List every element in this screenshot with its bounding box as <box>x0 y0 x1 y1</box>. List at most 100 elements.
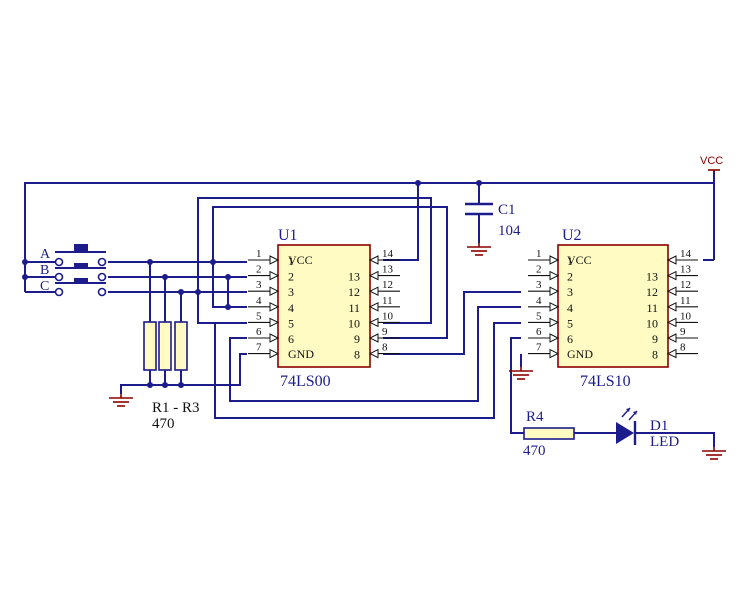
u2-gnd-label: GND <box>567 347 593 361</box>
u1-pin-name: 1 <box>288 254 294 268</box>
junction <box>22 274 28 280</box>
u2-pin-name: 12 <box>646 285 658 299</box>
u2-pin-name: 8 <box>652 348 658 362</box>
wires <box>24 170 715 447</box>
ground-icon <box>702 447 726 460</box>
d1-reference: D1 <box>650 418 668 434</box>
u2-pin-arrow <box>666 286 677 297</box>
loop-a-wire <box>197 197 432 324</box>
u1-pin6-to-u2-pin4-wire <box>229 306 521 402</box>
u1-pin-number: 2 <box>256 264 262 276</box>
resistor-r2 <box>158 321 172 371</box>
u2-pin-number: 3 <box>536 279 542 291</box>
junction <box>195 289 201 295</box>
u1-pin-name: 5 <box>288 316 294 330</box>
c1-value: 104 <box>498 223 521 239</box>
switch-b: B <box>40 263 107 282</box>
a-to-pin4-wire <box>212 262 247 308</box>
u1-pin-number: 8 <box>382 342 388 354</box>
junction <box>225 274 231 280</box>
u2-pin-number: 12 <box>680 279 691 291</box>
junction <box>22 259 28 265</box>
r4-reference: R4 <box>526 409 544 425</box>
u1-pin-name: 4 <box>288 301 294 315</box>
u1-pin-arrow <box>368 255 379 265</box>
u1-reference: U1 <box>278 227 298 244</box>
u2-pin-arrow <box>549 286 560 297</box>
u1-pin-number: 7 <box>256 342 262 354</box>
r1-r3-value: 470 <box>152 416 175 432</box>
u1-pin-number: 6 <box>256 326 262 338</box>
u1-pin-number: 5 <box>256 310 262 322</box>
vcc-rail-wire <box>24 170 715 262</box>
junction <box>178 382 184 388</box>
u2-pin-arrow <box>549 255 560 265</box>
u1-pin-name: 6 <box>288 332 294 346</box>
resistors-r1-r3: R1 - R3 470 <box>143 321 200 432</box>
u2-pin-arrow <box>549 317 560 328</box>
u2-pin-number: 1 <box>536 248 542 260</box>
u2-pin-name: 4 <box>567 301 573 315</box>
switch-c-label: C <box>40 279 49 294</box>
u1-pin-arrow <box>269 348 280 359</box>
u2-pin-name: 9 <box>652 332 658 346</box>
gnd-bus-wire <box>120 353 247 394</box>
u2-pin-arrow <box>666 301 677 312</box>
u2-vcc-label: VCC <box>567 253 592 267</box>
u2-pin-name: 6 <box>567 332 573 346</box>
switch-c: C <box>40 278 107 297</box>
u1-pin-number: 11 <box>382 295 393 307</box>
u1-pin-arrow <box>368 333 379 343</box>
junction <box>476 180 482 186</box>
u2-pin-number: 5 <box>536 310 542 322</box>
u1-pin-name: 2 <box>288 270 294 284</box>
u1-pin-number: 14 <box>382 248 394 260</box>
u2-pin-arrow <box>666 317 677 328</box>
u1-part-number: 74LS00 <box>280 373 331 390</box>
u1-pin-name: 11 <box>348 301 360 315</box>
resistor-r4-body <box>523 427 575 440</box>
u2-pin-arrow <box>549 348 560 359</box>
u1-pin-arrow <box>269 317 280 328</box>
u2-pin-number: 4 <box>536 295 542 307</box>
u2-pin-name: 3 <box>567 285 573 299</box>
u2-pin-number: 7 <box>536 342 542 354</box>
u1-pin-number: 12 <box>382 279 393 291</box>
u1-gnd-label: GND <box>288 347 314 361</box>
u1-pin-name: 3 <box>288 285 294 299</box>
u2-pin-number: 14 <box>680 248 692 260</box>
u1-pin-arrow <box>269 286 280 297</box>
u1-pin-arrow <box>368 286 379 297</box>
u1-vcc-label: VCC <box>288 253 313 267</box>
junction <box>162 274 168 280</box>
u2-pin-number: 2 <box>536 264 542 276</box>
u2-pin-number: 6 <box>536 326 542 338</box>
u1-pin-arrow <box>368 270 379 281</box>
u2-pin-name: 1 <box>567 254 573 268</box>
ground-icon <box>467 243 491 256</box>
u2-out-wire <box>510 337 524 434</box>
u1-pin-arrow <box>368 348 379 359</box>
r1-r3-reference: R1 - R3 <box>152 400 200 416</box>
junction <box>178 289 184 295</box>
u1-pin-name: 8 <box>354 348 360 362</box>
u2-pin-name: 5 <box>567 316 573 330</box>
u1-pin-name: 10 <box>348 316 360 330</box>
u2-pin-arrow <box>549 301 560 312</box>
junctions <box>22 180 482 388</box>
led-d1: D1 LED <box>616 407 679 450</box>
u1-pin-number: 4 <box>256 295 262 307</box>
u1-pin-arrow <box>368 301 379 312</box>
u1-pin-name: 12 <box>348 285 360 299</box>
ground-icon <box>509 367 533 380</box>
u2-pin-arrow <box>549 333 560 343</box>
u2-pin-name: 10 <box>646 316 658 330</box>
u2-pin-arrow <box>666 255 677 265</box>
d1-value: LED <box>650 434 679 450</box>
resistor-r3 <box>174 321 188 371</box>
u2-reference: U2 <box>562 227 582 244</box>
c1-reference: C1 <box>498 202 516 218</box>
